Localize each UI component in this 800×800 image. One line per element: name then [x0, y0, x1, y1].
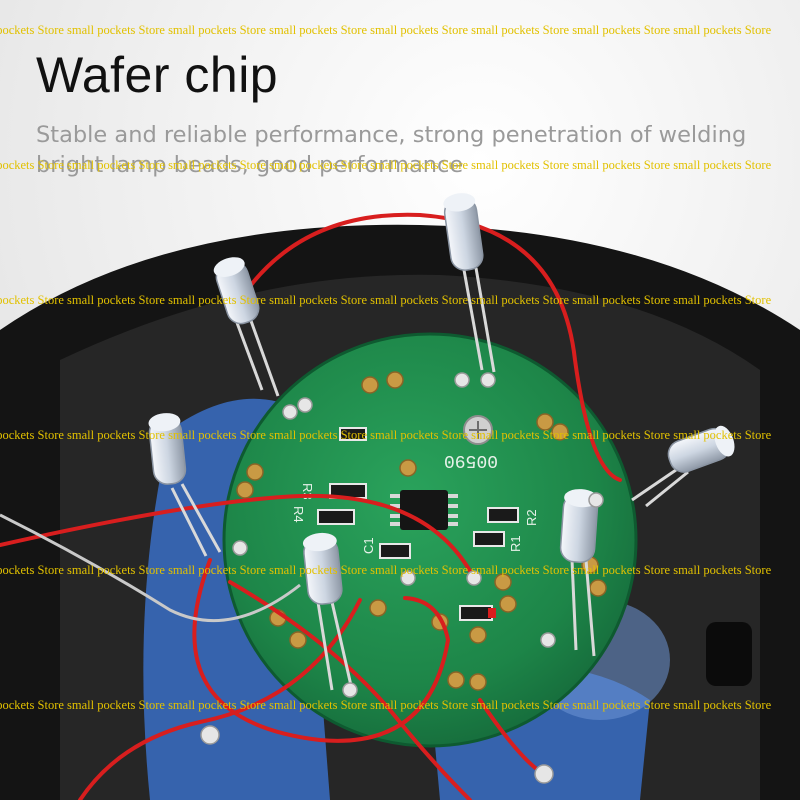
led-beads: [148, 193, 735, 605]
ic-chip: [400, 490, 448, 530]
red-wires: [0, 212, 622, 800]
label-c1: C1: [361, 537, 376, 554]
label-r1: R1: [508, 535, 523, 552]
screw-slot: [469, 421, 487, 439]
solder-pads: [236, 371, 607, 691]
grey-wire: [0, 513, 301, 623]
smd-diode-mark: [488, 608, 496, 618]
housing-knob: [706, 622, 752, 686]
solder-joints: [200, 372, 604, 784]
board-marking: 00590: [444, 450, 498, 470]
led-legs: [170, 267, 689, 691]
circuit-board: [224, 334, 636, 746]
label-r2: R2: [524, 509, 539, 526]
label-r4: R4: [291, 506, 306, 523]
smd-components: [317, 427, 519, 621]
ic-chip-legs: [390, 494, 458, 526]
headline-title: Wafer chip: [36, 47, 279, 103]
headline-subtitle: Stable and reliable performance, strong …: [36, 122, 747, 178]
circuit-board-edge: [222, 332, 638, 748]
